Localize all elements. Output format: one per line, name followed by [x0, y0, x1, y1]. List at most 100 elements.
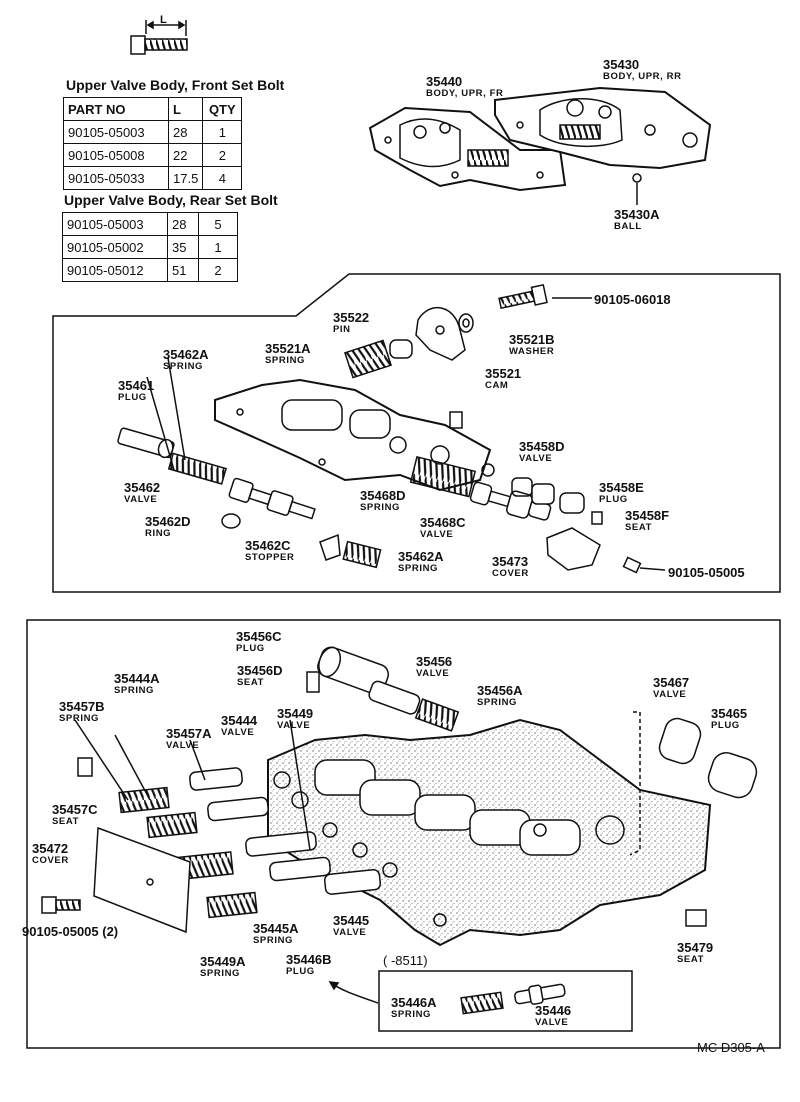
part-name: SPRING	[200, 968, 241, 979]
part-number: 35467	[653, 675, 690, 690]
part-no-cell: 90105-05033	[63, 166, 169, 190]
length-cell: 28	[167, 120, 204, 144]
part-name: STOPPER	[245, 552, 295, 563]
table-header-row: PART NO L QTY	[63, 97, 243, 121]
cover-35472-icon	[93, 826, 191, 934]
part-number: 35446	[535, 1003, 572, 1018]
part-name: SPRING	[59, 713, 100, 724]
valve-35456-icon	[368, 680, 421, 715]
part-number: 90105-06018	[594, 292, 671, 307]
seat-35456d-icon	[306, 671, 320, 693]
plug-35446b-icon	[269, 856, 331, 882]
part-number: 35462A	[398, 549, 444, 564]
part-name: COVER	[32, 855, 69, 866]
qty-cell: 4	[202, 166, 243, 190]
part-no-cell: 90105-05003	[63, 120, 169, 144]
part-number: 35456	[416, 654, 453, 669]
part-name: VALVE	[166, 740, 200, 751]
lower-valve-body	[267, 718, 712, 947]
part-number: 35458E	[599, 480, 644, 495]
seat-35458f-icon	[591, 511, 603, 525]
part-number: 35445A	[253, 921, 299, 936]
part-number: 35462	[124, 480, 161, 495]
part-name: PLUG	[711, 720, 740, 731]
valve-35462-icon	[228, 477, 316, 520]
part-name: VALVE	[416, 668, 450, 679]
part-number: 35446B	[286, 952, 332, 967]
part-number: 35440	[426, 74, 463, 89]
table-row: 90105-05003 28 1	[63, 120, 243, 144]
lower-group-frame	[26, 619, 781, 1049]
part-number: 35521B	[509, 332, 555, 347]
ball-icon	[632, 173, 642, 183]
qty-cell: 1	[202, 120, 243, 144]
part-number: 35473	[492, 554, 529, 569]
part-name: SPRING	[391, 1009, 432, 1020]
valve-35445-icon	[323, 868, 382, 895]
bolt-06018-icon	[498, 283, 548, 310]
spring-35521a-icon	[344, 339, 392, 379]
part-name: SPRING	[265, 355, 306, 366]
bolt-05005-2-icon	[41, 896, 57, 914]
table-row: 90105-05008 22 2	[63, 143, 243, 167]
spring-35468d-icon	[409, 455, 477, 498]
part-number: 35468C	[420, 515, 466, 530]
plug-35465-icon	[707, 752, 758, 799]
seat-35479-icon	[685, 909, 707, 927]
part-name: VALVE	[653, 689, 687, 700]
part-number: 35462C	[245, 538, 291, 553]
spring-35457b-icon	[118, 786, 170, 814]
length-cell: 22	[167, 143, 204, 167]
part-name: SPRING	[398, 563, 439, 574]
upper-valve-body-rear	[494, 86, 712, 170]
part-name: RING	[145, 528, 172, 539]
part-number: 35521A	[265, 341, 311, 356]
rear-set-bolt-table: 90105-05003 28 5 90105-05002 35 1 90105-…	[62, 212, 238, 282]
part-number: 35465	[711, 706, 748, 721]
part-name: SPRING	[477, 697, 518, 708]
stopper-icon	[319, 533, 341, 561]
set-bolt-icon	[130, 20, 188, 55]
header-part-no: PART NO	[63, 97, 169, 121]
length-cell: 28	[167, 212, 199, 236]
part-number: 35522	[333, 310, 370, 325]
part-number: 35449	[277, 706, 314, 721]
valve-35457a-icon	[189, 767, 243, 791]
part-name: SPRING	[114, 685, 155, 696]
spring-35462a-lower-icon	[342, 540, 382, 569]
part-name: SEAT	[677, 954, 705, 965]
diagram-code: MC D305-A	[697, 1040, 765, 1055]
part-number: 35468D	[360, 488, 406, 503]
part-name: VALVE	[333, 927, 367, 938]
label-90105-05005: 90105-05005	[668, 565, 745, 581]
table-row: 90105-05012 51 2	[62, 258, 238, 282]
spring-35462a-icon	[167, 452, 227, 485]
part-number: 35479	[677, 940, 714, 955]
part-name: VALVE	[519, 453, 553, 464]
valve-35446-icon	[514, 983, 566, 1005]
serial-range-label: ( -8511)	[383, 953, 428, 968]
plug-35456c-icon	[317, 646, 390, 695]
part-number: 35458D	[519, 439, 565, 454]
part-number: 35457A	[166, 726, 212, 741]
part-name: COVER	[492, 568, 529, 579]
part-name: PLUG	[236, 643, 265, 654]
